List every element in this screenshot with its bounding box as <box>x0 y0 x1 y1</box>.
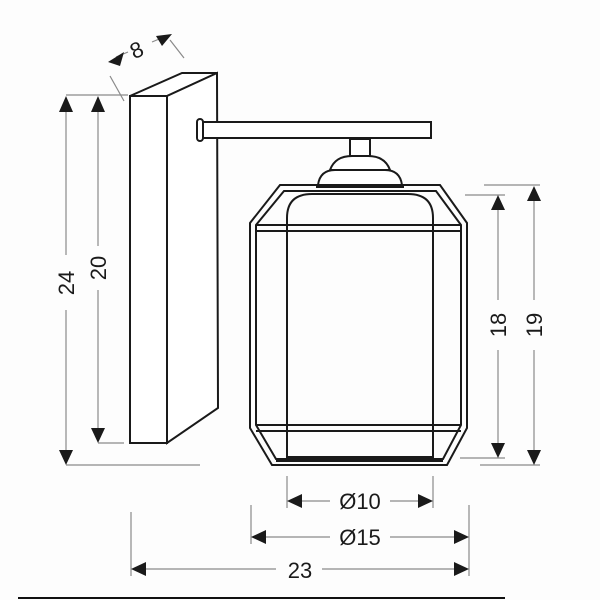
label-outer-diameter: Ø15 <box>339 525 381 550</box>
dimension-inner-diameter: Ø10 <box>286 476 434 514</box>
dimension-total-height: 24 <box>54 94 200 466</box>
dimension-outer-diameter: Ø15 <box>250 505 470 576</box>
wire-cage <box>249 184 468 466</box>
arm <box>196 118 432 142</box>
label-shade-height: 18 <box>486 313 511 337</box>
backplate <box>129 71 220 445</box>
glass-shade <box>286 193 434 458</box>
lamp-holder-cap <box>316 138 404 188</box>
dimension-projection: 23 <box>130 512 469 583</box>
dimension-cage-height: 19 <box>480 184 547 466</box>
label-backplate-height: 20 <box>86 256 111 280</box>
dimension-backplate-height: 20 <box>86 96 124 444</box>
label-depth: 8 <box>126 36 147 64</box>
label-projection: 23 <box>288 558 312 583</box>
label-inner-diameter: Ø10 <box>339 489 381 514</box>
dimension-shade-height: 18 <box>460 194 511 459</box>
label-cage-height: 19 <box>522 313 547 337</box>
label-total-height: 24 <box>54 271 79 295</box>
